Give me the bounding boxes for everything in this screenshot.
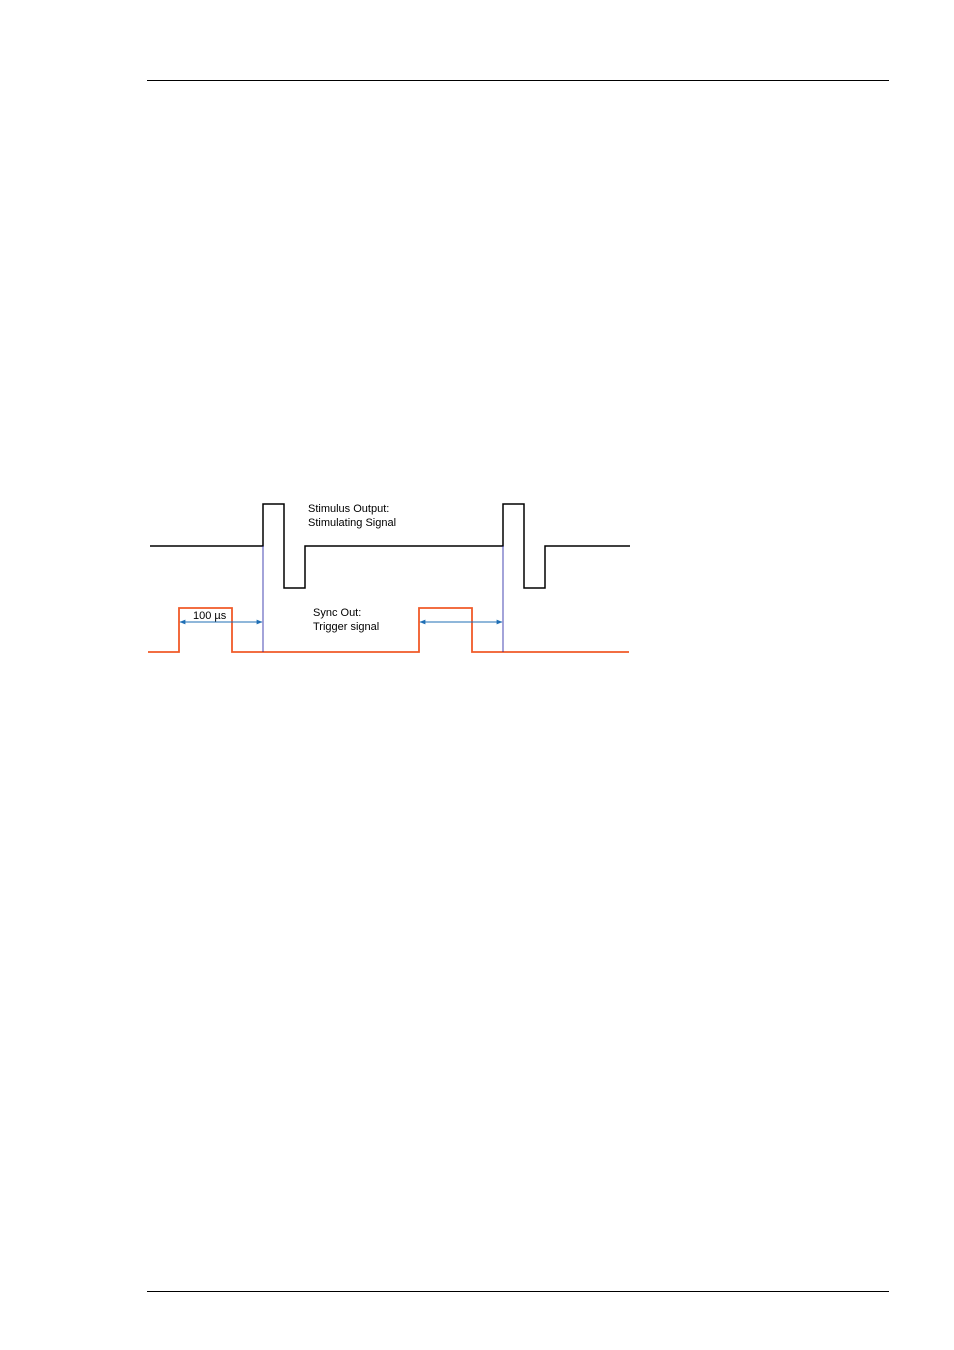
- sync-label-title: Sync Out:: [313, 607, 361, 619]
- sync-label-subtitle: Trigger signal: [313, 621, 379, 633]
- footer-rule: [147, 1291, 889, 1292]
- stimulus-label-title: Stimulus Output:: [308, 503, 389, 515]
- interval-label: 100 µs: [193, 610, 227, 622]
- stimulus-label-subtitle: Stimulating Signal: [308, 517, 396, 529]
